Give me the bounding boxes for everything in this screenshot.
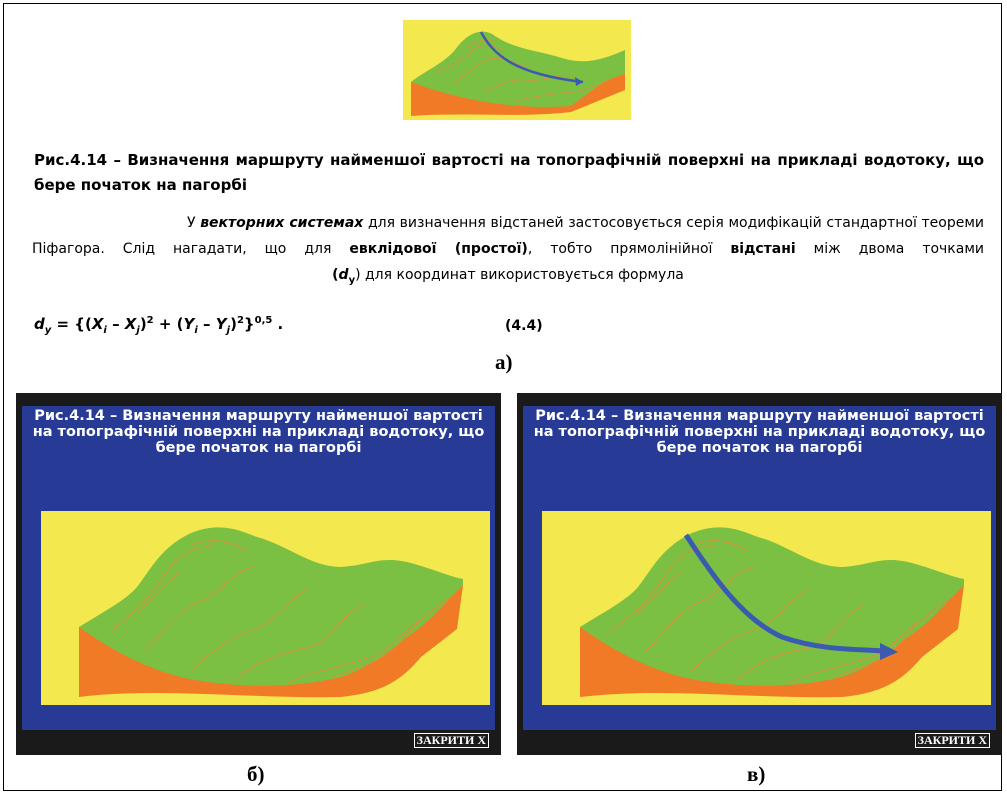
flow-arrow <box>683 533 883 654</box>
slide-b-panel: Рис.4.14 – Визначення маршруту найменшої… <box>22 406 495 730</box>
slide-c-panel: Рис.4.14 – Визначення маршруту найменшої… <box>523 406 996 730</box>
slide-b-illustration <box>41 511 490 705</box>
para-line-1: У векторних системах для визначення відс… <box>187 215 985 231</box>
body-paragraph: У векторних системах для визначення відс… <box>32 210 984 294</box>
equation-number: (4.4) <box>505 318 543 334</box>
para-line-3: (dy) для координат використовується форм… <box>332 267 684 286</box>
terrain-illustration <box>403 20 631 120</box>
figure-caption: Рис.4.14 – Визначення маршруту найменшої… <box>34 151 984 194</box>
label-b: б) <box>247 762 265 786</box>
para-line-2: Піфагора. Слід нагадати, що для евклідов… <box>32 241 985 257</box>
arrow-head-icon <box>880 643 898 660</box>
distance-formula: dy = {(Xi – Xj)2 + (Yi – Yj)2}0,5 . <box>34 315 284 336</box>
slide-b: Рис.4.14 – Визначення маршруту найменшої… <box>16 393 501 755</box>
close-button[interactable]: ЗАКРИТИ X <box>914 733 990 748</box>
slide-b-title: Рис.4.14 – Визначення маршруту найменшої… <box>32 408 485 456</box>
close-button[interactable]: ЗАКРИТИ X <box>413 733 489 748</box>
slide-c-title: Рис.4.14 – Визначення маршруту найменшої… <box>533 408 986 456</box>
label-c: в) <box>747 762 766 786</box>
slide-c: Рис.4.14 – Визначення маршруту найменшої… <box>517 393 1002 755</box>
slide-c-illustration <box>542 511 991 705</box>
label-a: а) <box>495 350 513 374</box>
